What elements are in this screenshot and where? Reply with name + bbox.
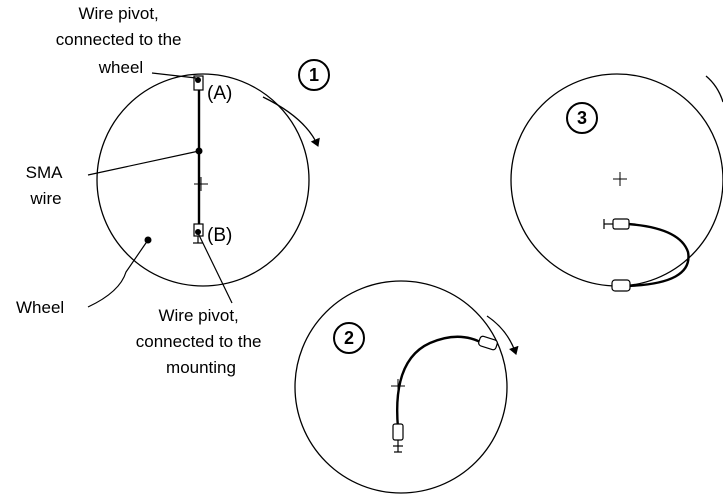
- stage-2: 2: [294, 280, 519, 494]
- pivot-a-icon: [193, 75, 204, 91]
- center-mark-icon: [194, 177, 208, 191]
- wheel-circle-3: [510, 73, 723, 287]
- label-wheel: Wheel: [16, 298, 64, 317]
- rotation-arrow-icon: [262, 96, 320, 147]
- leader-sma-wire: [87, 150, 200, 176]
- svg-text:2: 2: [344, 328, 354, 348]
- label-wire-pivot-wheel: Wire pivot, connected to the wheel: [56, 4, 186, 77]
- rotation-arrow-icon: [705, 75, 723, 103]
- label-wire-pivot-mounting: Wire pivot, connected to the mounting: [136, 306, 266, 377]
- wheel-circle-1: [96, 73, 310, 287]
- svg-text:1: 1: [309, 65, 319, 85]
- leader-wire-pivot-wheel: [151, 72, 197, 79]
- leader-wire-pivot-mounting: [197, 232, 233, 304]
- stage-number-2: 2: [333, 322, 365, 354]
- pivot-wheel-icon: [478, 335, 498, 351]
- stage-number-1: 1: [298, 59, 330, 91]
- stage-1: 1 Wire pivot, connected to the wheel: [16, 4, 330, 377]
- pivot-wheel-icon: [611, 279, 631, 292]
- pivot-mounting-icon: [603, 218, 630, 230]
- label-point-b: (B): [207, 225, 232, 246]
- stage-3: 3: [510, 73, 723, 292]
- rotation-arrow-icon: [486, 315, 519, 355]
- svg-text:3: 3: [577, 108, 587, 128]
- stage-number-3: 3: [566, 102, 598, 134]
- pivot-b-icon: [193, 223, 204, 244]
- wheel-circle-2: [294, 280, 508, 494]
- label-sma-wire: SMA wire: [26, 163, 67, 208]
- leader-wheel: [87, 239, 149, 308]
- sma-wire-curved: [625, 222, 690, 288]
- label-point-a: (A): [207, 83, 232, 104]
- pivot-mounting-icon: [392, 423, 404, 453]
- sma-wire-curved: [396, 335, 485, 429]
- center-mark-icon: [613, 172, 627, 186]
